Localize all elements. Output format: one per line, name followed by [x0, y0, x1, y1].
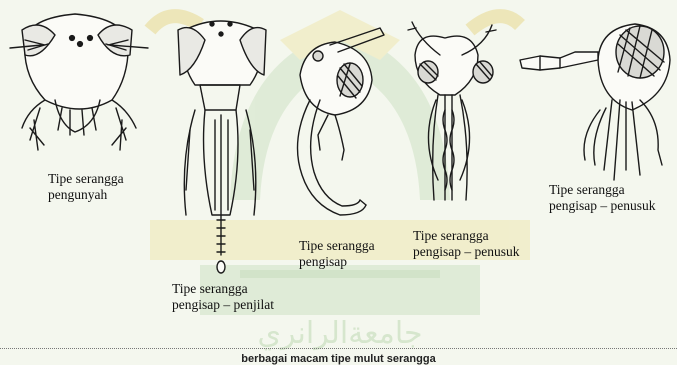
caption-sucking: Tipe serangga pengisap: [299, 238, 375, 270]
piercing-sucking-fly-drawing: [520, 24, 670, 180]
caption-piercing-sucking-fly: Tipe serangga pengisap – penusuk: [549, 182, 655, 214]
caption-sucking-lapping-line1: Tipe serangga: [172, 281, 274, 297]
sucking-mouthparts-drawing: [298, 28, 385, 215]
caption-sucking-lapping: Tipe serangga pengisap – penjilat: [172, 281, 274, 313]
caption-piercing-sucking-fly-line2: pengisap – penusuk: [549, 198, 655, 214]
caption-piercing-sucking-fly-line1: Tipe serangga: [549, 182, 655, 198]
caption-chewing: Tipe serangga pengunyah: [48, 171, 124, 203]
figure-caption: berbagai macam tipe mulut serangga: [0, 353, 677, 365]
caption-sucking-line1: Tipe serangga: [299, 238, 375, 254]
caption-sucking-line2: pengisap: [299, 254, 375, 270]
caption-sucking-lapping-line2: pengisap – penjilat: [172, 297, 274, 313]
dotted-divider: [0, 348, 677, 349]
chewing-mouthparts-drawing: [10, 14, 148, 150]
caption-chewing-line1: Tipe serangga: [48, 171, 124, 187]
caption-piercing-sucking-mosquito-line1: Tipe serangga: [413, 228, 519, 244]
caption-piercing-sucking-mosquito-line2: pengisap – penusuk: [413, 244, 519, 260]
caption-piercing-sucking-mosquito: Tipe serangga pengisap – penusuk: [413, 228, 519, 260]
piercing-sucking-mosquito-drawing: [408, 22, 496, 200]
caption-chewing-line2: pengunyah: [48, 187, 124, 203]
sucking-lapping-mouthparts-drawing: [178, 21, 266, 273]
